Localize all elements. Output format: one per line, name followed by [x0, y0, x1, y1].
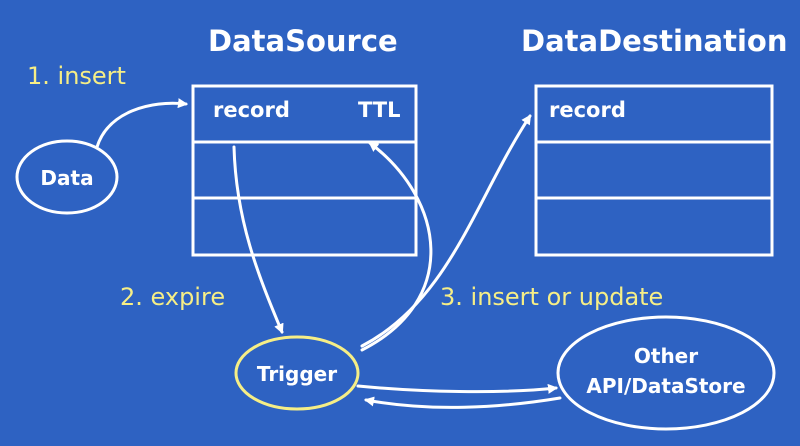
trigger-to-other-arrow — [356, 383, 558, 394]
trigger-node — [234, 335, 360, 411]
other-node-label-line2: API/DataStore — [586, 374, 746, 398]
expire-arrow — [232, 145, 284, 334]
other-datastore-node — [556, 315, 776, 431]
update-ttl-arrow — [360, 141, 433, 352]
step-expire-label: 2. expire — [120, 283, 226, 311]
datadestination-title: DataDestination — [521, 24, 788, 58]
datadestination-table-border — [534, 84, 774, 257]
datasource-ttl-header: TTL — [358, 98, 401, 122]
datadestination-record-header: record — [549, 98, 626, 122]
data-node-label: Data — [40, 166, 94, 190]
data-node — [15, 139, 119, 215]
datadestination-table — [534, 84, 774, 257]
step-insert-or-update-label: 3. insert or update — [440, 283, 664, 311]
datasource-table-border — [191, 84, 418, 257]
other-to-trigger-arrow — [364, 396, 562, 409]
trigger-node-label: Trigger — [256, 362, 338, 386]
other-node-label-line1: Other — [633, 344, 699, 368]
insert-arrow — [95, 98, 188, 149]
datasource-title: DataSource — [208, 24, 398, 58]
datasource-record-header: record — [213, 98, 290, 122]
insert-or-update-arrow — [360, 114, 532, 348]
step-insert-label: 1. insert — [27, 62, 126, 90]
